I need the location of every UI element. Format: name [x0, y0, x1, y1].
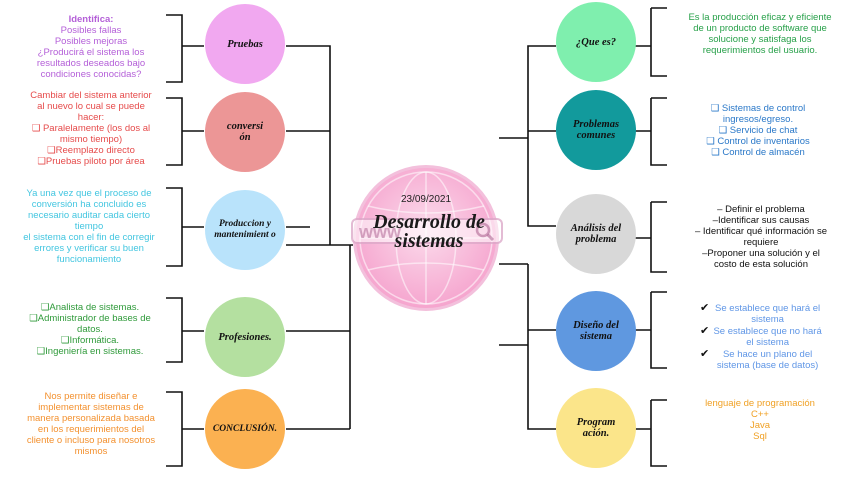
node-label: Diseño del sistema: [573, 320, 619, 342]
note-line: – Identificar qué información se requier…: [694, 226, 828, 248]
node-label: Problemas comunes: [572, 119, 620, 141]
node-profesiones: Profesiones.: [205, 297, 285, 377]
node-label: ¿Que es?: [576, 36, 616, 48]
note-line: ❑Pruebas piloto por área: [37, 156, 145, 167]
check-icon: ✔: [700, 348, 710, 360]
note-line: ❑ Sistemas de control ingresos/egreso.: [710, 103, 806, 125]
magnifier-icon: [475, 222, 495, 242]
central-topic: www 23/09/2021 Desarrollo de sistemas: [351, 165, 503, 311]
note-line: Se hace un plano del sistema (base de da…: [716, 349, 819, 371]
note-conclusion: Nos permite diseñar e implementar sistem…: [24, 391, 158, 457]
check-item: ✔ Se establece que hará el sistema: [700, 302, 822, 326]
note-line: ❑Administrador de bases de datos.: [29, 313, 151, 335]
address-bar-graphic: www: [351, 218, 503, 244]
note-line: ❑Ingeniería en sistemas.: [36, 346, 144, 357]
node-label: CONCLUSIÓN.: [212, 423, 278, 434]
note-line: ¿Producirá el sistema los resultados des…: [36, 47, 146, 80]
note-line: ❑ Control de almacén: [711, 147, 805, 158]
note-line: ❑ Servicio de chat: [718, 125, 798, 136]
note-line: Posibles fallas: [60, 25, 122, 36]
note-profesiones: ❑Analista de sistemas. ❑Administrador de…: [20, 302, 160, 357]
note-line: el sistema con el fin de corregir errore…: [23, 232, 155, 265]
node-problemas-comunes: Problemas comunes: [556, 90, 636, 170]
central-title: Desarrollo de sistemas: [373, 211, 485, 252]
note-line: ❑ Control de inventarios: [706, 136, 810, 147]
note-pruebas: Identifica: Posibles fallas Posibles mej…: [26, 14, 156, 80]
node-analisis: Análisis del problema: [556, 194, 636, 274]
node-label: conversi ón: [226, 121, 264, 143]
note-programacion: lenguaje de programación C++ Java Sql: [700, 398, 820, 442]
note-line: Se establece que no hará el sistema: [713, 326, 822, 348]
node-label: Análisis del problema: [570, 223, 622, 245]
node-programacion: Program ación.: [556, 388, 636, 468]
node-label: Produccion y mantenimient o: [214, 219, 276, 240]
note-line: Sql: [753, 431, 767, 442]
node-label: Program ación.: [576, 417, 616, 439]
note-problemas-comunes: ❑ Sistemas de control ingresos/egreso. ❑…: [696, 103, 820, 158]
note-line: ❑Reemplazo directo: [47, 145, 135, 156]
node-conversion: conversi ón: [205, 92, 285, 172]
node-produccion: Produccion y mantenimient o: [205, 190, 285, 270]
note-line: –Identificar sus causas: [712, 215, 810, 226]
node-que-es: ¿Que es?: [556, 2, 636, 82]
note-line: C++: [751, 409, 769, 420]
note-line: Es la producción eficaz y eficiente de u…: [688, 12, 832, 56]
note-line: Java: [749, 420, 771, 431]
note-line: ❑ Paralelamente (los dos al mismo tiempo…: [31, 123, 151, 145]
check-item: ✔ Se hace un plano del sistema (base de …: [700, 348, 822, 372]
note-que-es: Es la producción eficaz y eficiente de u…: [684, 12, 836, 56]
note-line: Cambiar del sistema anterior al nuevo lo…: [30, 90, 152, 123]
node-label: Profesiones.: [218, 331, 272, 343]
note-line: Posibles mejoras: [54, 36, 128, 47]
note-line: Nos permite diseñar e implementar sistem…: [26, 391, 156, 457]
note-line: Se establece que hará el sistema: [715, 303, 821, 325]
note-produccion: Ya una vez que el proceso de conversión …: [18, 188, 160, 265]
date-label: 23/09/2021: [400, 194, 452, 205]
note-diseno: ✔ Se establece que hará el sistema ✔ Se …: [700, 302, 822, 372]
note-line: – Definir el problema: [717, 204, 805, 215]
note-line: ❑Informática.: [60, 335, 120, 346]
address-bar-text: www: [359, 222, 402, 242]
check-item: ✔ Se establece que no hará el sistema: [700, 325, 822, 349]
node-diseno: Diseño del sistema: [556, 291, 636, 371]
note-conversion: Cambiar del sistema anterior al nuevo lo…: [26, 90, 156, 167]
note-line: ❑Analista de sistemas.: [40, 302, 140, 313]
note-analisis: – Definir el problema –Identificar sus c…: [694, 204, 828, 270]
note-line: Ya una vez que el proceso de conversión …: [26, 188, 152, 232]
node-label: Pruebas: [227, 38, 263, 50]
check-icon: ✔: [700, 302, 710, 314]
note-line: lenguaje de programación: [705, 398, 815, 409]
note-line: –Proponer una solución y el costo de est…: [702, 248, 820, 270]
node-conclusion: CONCLUSIÓN.: [205, 389, 285, 469]
node-pruebas: Pruebas: [205, 4, 285, 84]
check-icon: ✔: [700, 325, 710, 337]
note-heading: Identifica:: [68, 14, 114, 25]
